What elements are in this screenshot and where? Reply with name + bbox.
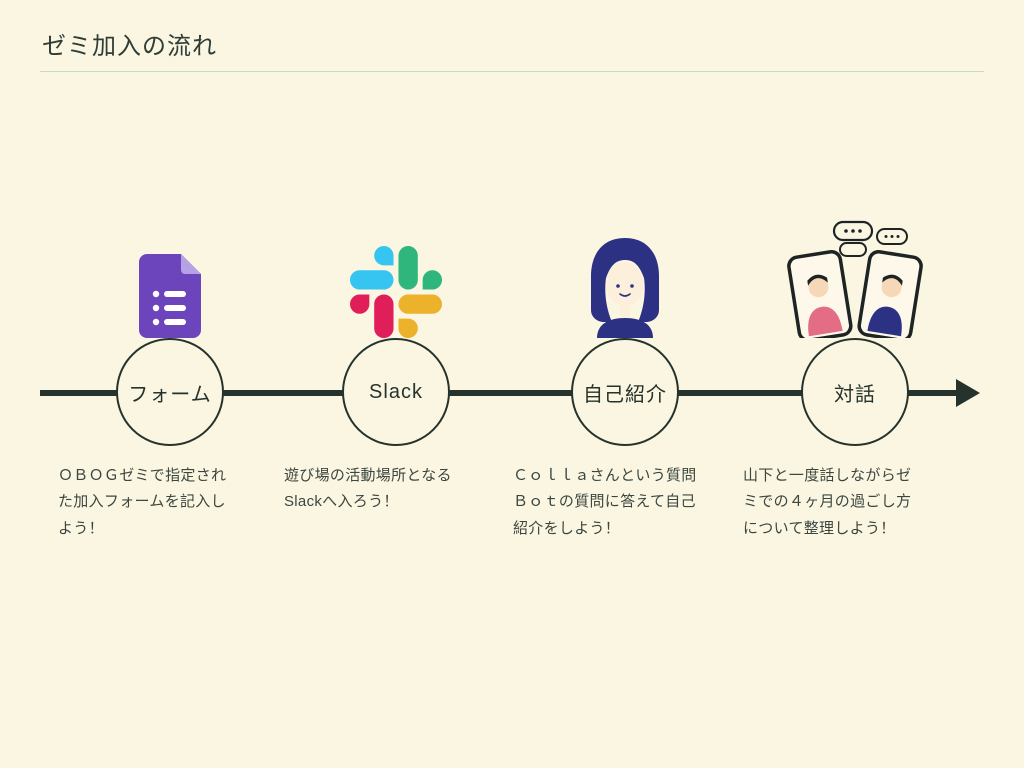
step-description-slack: 遊び場の活動場所となる Slackへ入ろう！ [284,467,452,511]
woman-avatar-icon [579,227,671,338]
step-circle-form: フォーム [116,338,224,446]
step-circle-self-introduction: 自己紹介 [571,338,679,446]
step-label-self-introduction: 自己紹介 [583,383,667,406]
step-form: フォーム ＯＢＯＧゼミで指定され た加入フォームを記入し よう！ [58,227,282,542]
step-dialogue: 対話 山下と一度話しながらゼ ミでの４ヶ月の過ごし方 について整理しよう！ [743,220,967,542]
step-self-introduction: 自己紹介 Ｃｏｌｌａさんという質問 Ｂｏｔの質問に答えて自己 紹介をしよう！ [513,227,737,542]
step-description-self-introduction: Ｃｏｌｌａさんという質問 Ｂｏｔの質問に答えて自己 紹介をしよう！ [513,467,697,537]
step-description-dialogue: 山下と一度話しながらゼ ミでの４ヶ月の過ごし方 について整理しよう！ [743,467,912,537]
slide-title: ゼミ加入の流れ [42,33,217,60]
video-call-illustration-icon [780,220,930,338]
timeline-line [40,390,960,396]
step-description-form: ＯＢＯＧゼミで指定され た加入フォームを記入し よう！ [58,467,227,537]
timeline-arrowhead-icon [956,379,980,407]
step-label-slack: Slack [369,380,423,403]
slack-icon [350,227,442,338]
step-circle-dialogue: 対話 [801,338,909,446]
step-label-form: フォーム [128,383,212,406]
google-forms-icon [139,227,201,338]
step-circle-slack: Slack [342,338,450,446]
step-slack: Slack 遊び場の活動場所となる Slackへ入ろう！ [284,227,508,516]
title-divider [40,71,984,72]
step-label-dialogue: 対話 [834,383,876,406]
